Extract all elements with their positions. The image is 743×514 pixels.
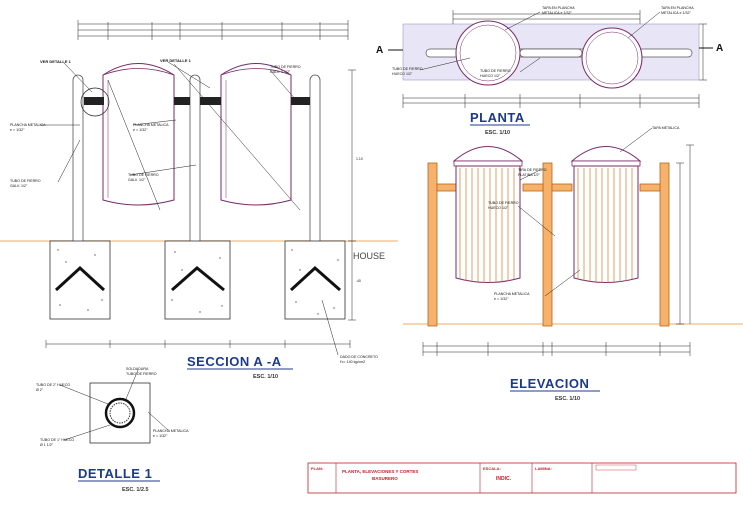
plan-bin-right bbox=[581, 27, 643, 89]
note-tapa-plancha: TAPA EN PLANCHA bbox=[542, 6, 575, 10]
note-ver-detalle-2: VER DETALLE 1 bbox=[160, 58, 192, 63]
elevation-dimensions bbox=[422, 144, 694, 356]
svg-text:1.10: 1.10 bbox=[356, 157, 363, 161]
note-tira-fierro: TIRA DE FIERRO bbox=[518, 168, 547, 172]
svg-text:f'c= 140 kg/cm2: f'c= 140 kg/cm2 bbox=[340, 360, 365, 364]
tb-escala-value: INDIC. bbox=[496, 476, 512, 482]
title-elevacion: ELEVACION bbox=[510, 376, 589, 391]
tb-plan-value-2: BASURERO bbox=[372, 476, 398, 481]
elev-bin-left bbox=[452, 146, 524, 283]
section-marker-right: A bbox=[716, 43, 723, 54]
svg-text:e = 1/32": e = 1/32" bbox=[133, 128, 148, 132]
note-plancha-det: PLANCHA METALICA bbox=[153, 429, 189, 433]
detail-1-callout bbox=[80, 87, 110, 117]
title-block: PLAN: PLANTA, ELEVACIONES Y CORTES BASUR… bbox=[307, 462, 737, 494]
section-bin-right bbox=[220, 63, 292, 206]
title-detalle: DETALLE 1 bbox=[78, 466, 152, 481]
section-marker-left: A bbox=[376, 45, 383, 56]
scale-planta: ESC. 1/10 bbox=[485, 130, 510, 136]
tb-plan-value: PLANTA, ELEVACIONES Y CORTES bbox=[342, 469, 418, 474]
note-tubo-fierro: TUBO DE FIERRO bbox=[270, 65, 301, 69]
footing-middle bbox=[164, 240, 231, 320]
section-bin-left bbox=[102, 63, 175, 206]
scale-seccion: ESC. 1/10 bbox=[253, 374, 278, 380]
footing-right bbox=[284, 240, 346, 320]
note-tapa-metalica: TAPA METALICA bbox=[652, 126, 680, 130]
note-dado-concreto: DADO DE CONCRETO bbox=[340, 355, 378, 359]
svg-text:Ø 1 1/2": Ø 1 1/2" bbox=[40, 443, 54, 447]
elev-post-middle bbox=[542, 162, 553, 327]
note-tubo-fierro-3: TUBO DE FIERRO bbox=[128, 173, 159, 177]
tb-lamina-label: LAMINA: bbox=[535, 466, 552, 471]
plan-dimensions bbox=[402, 10, 707, 108]
svg-text:e = 1/32": e = 1/32" bbox=[10, 128, 25, 132]
section-dimensions: 1.10 .40 bbox=[45, 20, 363, 348]
detail-inner-tube bbox=[109, 402, 131, 424]
section-a-a-view: 1.10 .40 bbox=[0, 20, 398, 380]
svg-text:GALV. 1 1/2": GALV. 1 1/2" bbox=[270, 70, 291, 74]
title-planta: PLANTA bbox=[470, 110, 525, 125]
scale-detalle: ESC. 1/2.5 bbox=[122, 487, 149, 493]
elevation-view: TAPA METALICA TIRA DE FIERRO PLATINA 1/2… bbox=[403, 126, 743, 402]
note-ver-detalle: VER DETALLE 1 bbox=[40, 59, 72, 64]
svg-text:e = 1/32": e = 1/32" bbox=[153, 434, 168, 438]
elev-post-right bbox=[659, 162, 670, 327]
note-tubo-elev: TUBO DE FIERRO bbox=[488, 201, 519, 205]
note-plancha-elev: PLANCHA METALICA bbox=[494, 292, 530, 296]
svg-text:e = 1/32": e = 1/32" bbox=[494, 297, 509, 301]
note-tubo-1: TUBO DE 1" HUECO bbox=[40, 438, 74, 442]
note-tubo-fierro-2: TUBO DE FIERRO bbox=[10, 179, 41, 183]
elev-post-left bbox=[427, 162, 438, 327]
elev-bin-right bbox=[570, 146, 642, 283]
house-label: HOUSE bbox=[353, 251, 385, 261]
note-tubo-2: TUBO DE 2" HUECO bbox=[36, 383, 70, 387]
section-leaders bbox=[40, 61, 339, 356]
svg-text:.40: .40 bbox=[356, 279, 361, 283]
svg-text:HUECO 1/2": HUECO 1/2" bbox=[392, 72, 413, 76]
plan-view: A A TAPA EN PLANCHA METALICA e 1/32" TAP… bbox=[376, 6, 723, 136]
scale-elevacion: ESC. 1/10 bbox=[555, 396, 580, 402]
note-plancha-metalica: PLANCHA METALICA bbox=[10, 123, 46, 127]
tb-escala-label: ESCALA: bbox=[483, 466, 501, 471]
svg-text:HUECO 1/2": HUECO 1/2" bbox=[488, 206, 509, 210]
note-tubo-plan-2: TUBO DE FIERRO bbox=[480, 69, 511, 73]
section-brackets bbox=[80, 87, 310, 117]
footing-left bbox=[49, 240, 111, 320]
section-footings bbox=[49, 240, 346, 320]
svg-text:HUECO 1/2": HUECO 1/2" bbox=[480, 74, 501, 78]
title-seccion: SECCION A -A bbox=[187, 354, 282, 369]
svg-text:METALICA e 1/32": METALICA e 1/32" bbox=[542, 11, 572, 15]
svg-text:GALV. 1/2": GALV. 1/2" bbox=[128, 178, 146, 182]
svg-text:TUBO DE FIERRO: TUBO DE FIERRO bbox=[126, 372, 157, 376]
svg-text:PLATINA 1/2": PLATINA 1/2" bbox=[518, 173, 541, 177]
note-soldadura: SOLDADURA bbox=[126, 367, 149, 371]
note-tubo-plan: TUBO DE FIERRO bbox=[392, 67, 423, 71]
section-notes: VER DETALLE 1 VER DETALLE 1 PLANCHA META… bbox=[10, 58, 385, 364]
svg-text:Ø 2": Ø 2" bbox=[36, 388, 44, 392]
detail-1-view: TUBO DE 2" HUECO Ø 2" TUBO DE 1" HUECO Ø… bbox=[36, 367, 189, 493]
svg-text:GALV. 1/2": GALV. 1/2" bbox=[10, 184, 28, 188]
note-plancha-metalica-2: PLANCHA METALICA bbox=[133, 123, 169, 127]
note-tapa-plancha-2: TAPA EN PLANCHA bbox=[661, 6, 694, 10]
tb-plan-label: PLAN: bbox=[311, 466, 323, 471]
svg-text:METALICA e 1/32": METALICA e 1/32" bbox=[661, 11, 691, 15]
